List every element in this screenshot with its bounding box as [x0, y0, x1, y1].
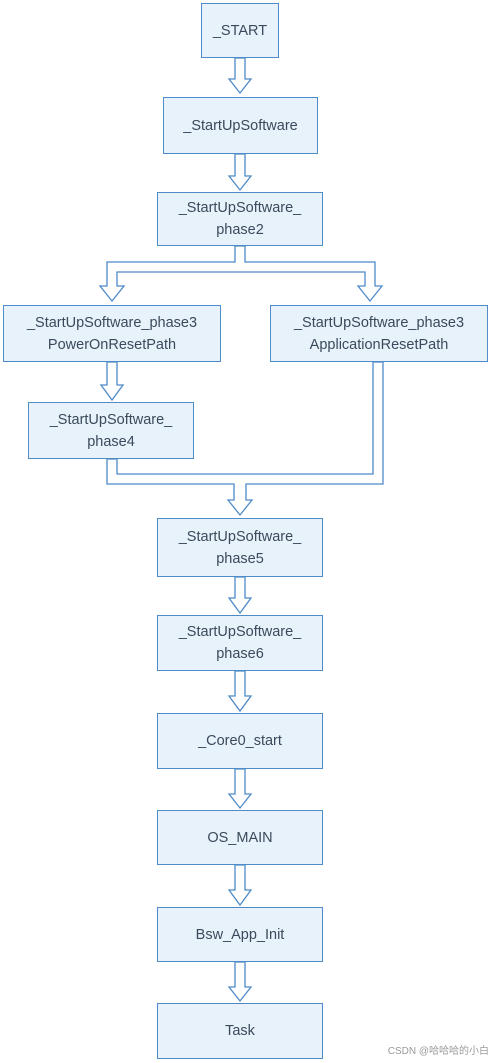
node-phase5-line2: phase5: [216, 550, 264, 567]
node-phase6-line1: _StartUpSoftware_: [178, 624, 302, 640]
node-phase6: _StartUpSoftware_ phase6: [157, 615, 323, 671]
watermark: CSDN @哈哈哈的小白: [387, 1046, 489, 1057]
node-phase2-line2: phase2: [216, 222, 264, 238]
node-phase4-line1: _StartUpSoftware_: [49, 411, 173, 428]
node-start: _START: [201, 3, 279, 58]
node-task: Task: [157, 1003, 323, 1059]
node-phase3-app-line1: _StartUpSoftware_phase3: [293, 314, 465, 331]
node-os-main: OS_MAIN: [157, 810, 323, 865]
node-os-main-label: OS_MAIN: [207, 829, 273, 846]
node-phase2-line1: _StartUpSoftware_: [178, 200, 302, 216]
node-bsw-app-init: Bsw_App_Init: [157, 907, 323, 962]
node-phase3-applicationresetpath: _StartUpSoftware_phase3 ApplicationReset…: [270, 305, 488, 362]
node-bsw-app-init-label: Bsw_App_Init: [195, 926, 285, 943]
node-phase3-por-line2: PowerOnResetPath: [47, 336, 177, 353]
node-start-label: _START: [212, 22, 268, 39]
arrow-phase5-to-phase6: [227, 576, 253, 615]
node-phase3-app-line2: ApplicationResetPath: [309, 336, 449, 353]
node-phase4: _StartUpSoftware_ phase4: [28, 402, 194, 459]
arrow-start-to-startup: [227, 57, 253, 95]
arrow-merge-to-phase5: [106, 361, 384, 517]
arrow-startup-to-phase2: [227, 153, 253, 192]
node-task-label: Task: [225, 1023, 255, 1039]
arrow-phase6-to-core0: [227, 670, 253, 713]
arrow-bsw-to-task: [227, 961, 253, 1003]
node-phase5-line1: _StartUpSoftware_: [178, 528, 302, 545]
node-phase6-line2: phase6: [216, 646, 264, 662]
node-core0-start-label: _Core0_start: [198, 733, 282, 749]
arrow-por-to-phase4: [99, 361, 125, 402]
arrow-core0-to-osmain: [227, 768, 253, 810]
node-core0-start: _Core0_start: [157, 713, 323, 769]
node-phase2: _StartUpSoftware_ phase2: [157, 192, 323, 246]
node-phase3-por-line1: _StartUpSoftware_phase3: [26, 314, 198, 331]
arrow-phase2-split: [98, 245, 384, 303]
node-phase5: _StartUpSoftware_ phase5: [157, 518, 323, 577]
node-startupsoftware: _StartUpSoftware: [163, 97, 318, 154]
node-startupsoftware-label: _StartUpSoftware: [183, 117, 298, 134]
node-phase4-line2: phase4: [87, 433, 135, 450]
arrow-osmain-to-bsw: [227, 864, 253, 907]
node-phase3-poweronresetpath: _StartUpSoftware_phase3 PowerOnResetPath: [3, 305, 221, 362]
